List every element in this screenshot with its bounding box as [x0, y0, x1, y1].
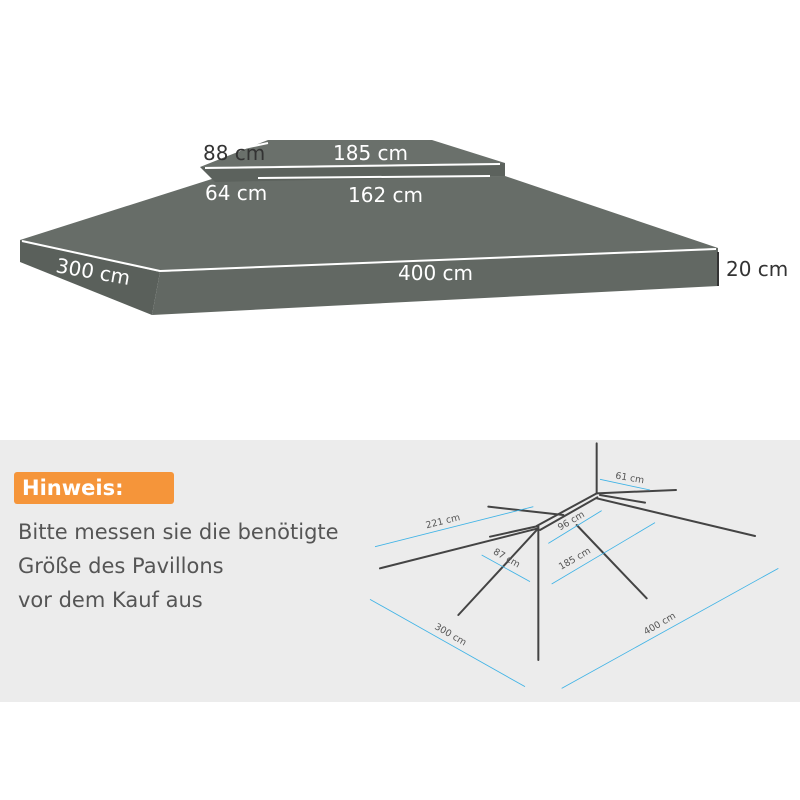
rafter — [379, 527, 540, 570]
note-line: vor dem Kauf aus — [18, 588, 203, 612]
rafter — [487, 505, 565, 516]
upper-tier-top — [200, 140, 505, 167]
label-top-length: 185 cm — [333, 141, 408, 165]
note-line: Größe des Pavillons — [18, 554, 224, 578]
note-badge: Hinweis: — [14, 472, 174, 504]
label-height: 20 cm — [726, 257, 788, 281]
rafter — [575, 524, 648, 600]
rafter — [457, 527, 540, 616]
label-upper-width: 64 cm — [205, 181, 267, 205]
roof-top-face — [20, 176, 718, 272]
frame-label-61: 61 cm — [614, 470, 645, 486]
roof-front-side — [152, 248, 718, 315]
ridge — [535, 492, 598, 527]
label-upper-length: 162 cm — [348, 183, 423, 207]
label-top-width: 88 cm — [203, 141, 265, 165]
frame-label-185: 185 cm — [557, 546, 593, 573]
rafter — [599, 494, 646, 504]
frame-label-221: 221 cm — [425, 512, 462, 531]
note-text: Bitte messen sie die benötigte Größe des… — [18, 515, 339, 617]
rafter — [489, 525, 540, 538]
label-length: 400 cm — [398, 261, 473, 285]
rafter — [595, 497, 756, 537]
roof-left-side — [20, 240, 160, 315]
canopy-diagram: 88 cm 185 cm 64 cm 162 cm 300 cm 400 cm … — [20, 140, 788, 315]
ridge — [539, 496, 599, 531]
note-line: Bitte messen sie die benötigte — [18, 520, 339, 544]
rafter — [595, 489, 677, 495]
frame-diagram: 61 cm 221 cm 96 cm 87 cm 185 cm 300 cm 4… — [369, 442, 779, 689]
